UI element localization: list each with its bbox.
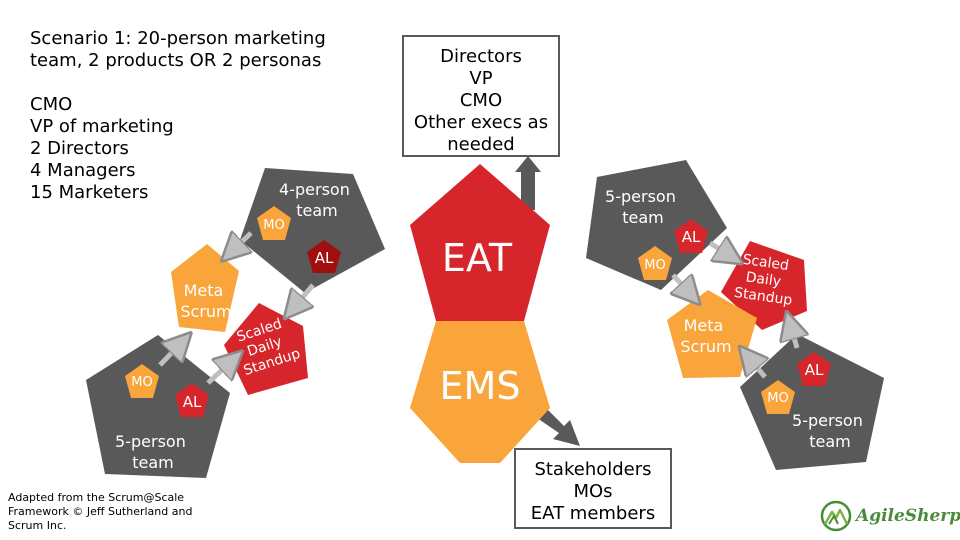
eat-pentagon — [410, 164, 550, 321]
scenario-line-5: VP of marketing — [30, 116, 174, 137]
scenario-line-4: CMO — [30, 94, 73, 115]
right-meta-scrum-pentagon — [667, 290, 757, 378]
scenario-line-7: 4 Managers — [30, 160, 136, 181]
stakeholders-box: Stakeholders MOs EAT members — [514, 448, 672, 529]
left-top-mo-pentagon — [257, 206, 291, 240]
footnote-line-3: Scrum Inc. — [8, 519, 67, 532]
right-bottom-al-to-standup-arrow — [789, 320, 797, 349]
right-bottom-team-label-2: team — [809, 432, 851, 451]
right-bottom-team-pentagon — [740, 334, 884, 470]
eat-to-box-arrow — [515, 156, 541, 210]
scenario-description: Scenario 1: 20-person marketing team, 2 … — [30, 28, 326, 204]
eat-box-line-3: CMO — [459, 90, 503, 111]
eat-label: EAT — [442, 236, 513, 280]
right-top-mo-label: MO — [644, 258, 665, 273]
ems-label: EMS — [440, 364, 521, 408]
eat-members-box: Directors VP CMO Other execs as needed — [402, 35, 560, 157]
ems-to-stakeholders-arrow — [537, 408, 580, 446]
eat-box-line-1: Directors — [440, 46, 522, 67]
right-bottom-mo-label: MO — [767, 391, 788, 406]
left-top-team-pentagon — [240, 168, 385, 293]
left-meta-scrum-pentagon — [171, 244, 239, 332]
right-meta-scrum-label: Meta Scrum — [680, 316, 731, 356]
scenario-line-6: 2 Directors — [30, 138, 129, 159]
right-standup-label-1: Scaled — [742, 252, 790, 274]
right-bottom-al-pentagon — [797, 352, 831, 386]
scenario-line-8: 15 Marketers — [30, 182, 149, 203]
right-bottom-mo-to-meta-arrow — [745, 353, 765, 379]
ems-hexagon — [410, 321, 550, 463]
left-bottom-al-to-standup-arrow — [206, 357, 236, 385]
left-bottom-team-label-2: team — [132, 453, 174, 472]
stakeholders-line-2: MOs — [573, 481, 613, 502]
right-bottom-al-label: AL — [805, 361, 824, 379]
left-bottom-al-label: AL — [183, 393, 202, 411]
left-meta-scrum-label-2: Scrum — [180, 302, 231, 321]
left-bottom-mo-label: MO — [131, 375, 152, 390]
right-meta-scrum-label-1: Meta — [684, 316, 724, 335]
right-bottom-team-label: 5-person team — [792, 411, 868, 451]
left-top-team-label-1: 4-person — [279, 180, 350, 199]
left-top-al-pentagon — [307, 240, 341, 273]
stakeholders-line-1: Stakeholders — [534, 459, 652, 480]
right-bottom-team-label-1: 5-person — [792, 411, 863, 430]
left-meta-scrum-label: Meta Scrum — [180, 281, 231, 321]
left-al-to-standup-arrow — [290, 283, 315, 312]
left-meta-scrum-label-1: Meta — [184, 281, 224, 300]
logo-wordmark: AgileSherpas — [856, 506, 960, 526]
eat-box-line-5: needed — [447, 134, 515, 155]
right-bottom-mo-pentagon — [761, 380, 795, 414]
right-top-al-label: AL — [682, 228, 701, 246]
right-standup-label-2: Daily — [745, 269, 782, 290]
agilesherpas-logo: AgileSherpas — [820, 500, 960, 532]
left-bottom-team-label: 5-person team — [115, 432, 191, 472]
right-top-team-label: 5-person team — [605, 187, 681, 227]
right-top-al-pentagon — [674, 219, 708, 253]
right-top-team-label-1: 5-person — [605, 187, 676, 206]
left-bottom-al-pentagon — [175, 383, 209, 417]
left-top-team-label: 4-person team — [279, 180, 355, 220]
right-al-to-standup-arrow — [708, 243, 735, 259]
right-meta-scrum-label-2: Scrum — [680, 337, 731, 356]
right-mo-to-meta-arrow — [673, 275, 694, 298]
eat-box-line-4: Other execs as — [413, 112, 549, 133]
left-bottom-mo-to-meta-arrow — [158, 339, 185, 367]
left-mo-to-meta-arrow — [228, 233, 251, 255]
mountain-logo-icon — [820, 500, 852, 532]
right-top-mo-pentagon — [638, 246, 672, 280]
right-top-team-pentagon — [586, 160, 727, 290]
left-bottom-mo-pentagon — [125, 364, 159, 398]
stakeholders-line-3: EAT members — [530, 503, 656, 524]
scenario-line-2: team, 2 products OR 2 personas — [30, 50, 322, 71]
footnote-line-2: Framework © Jeff Sutherland and — [8, 505, 193, 518]
left-top-team-label-2: team — [296, 201, 338, 220]
left-bottom-team-pentagon — [86, 335, 230, 478]
footnote-line-1: Adapted from the Scrum@Scale — [8, 491, 185, 504]
scenario-line-3 — [30, 72, 326, 94]
attribution-footnote: Adapted from the Scrum@Scale Framework ©… — [8, 491, 192, 533]
left-top-al-label: AL — [315, 249, 334, 267]
right-top-team-label-2: team — [622, 208, 664, 227]
left-top-mo-label: MO — [263, 218, 284, 233]
eat-box-line-2: VP — [469, 68, 493, 89]
scenario-line-1: Scenario 1: 20-person marketing — [30, 28, 326, 49]
left-bottom-team-label-1: 5-person — [115, 432, 186, 451]
